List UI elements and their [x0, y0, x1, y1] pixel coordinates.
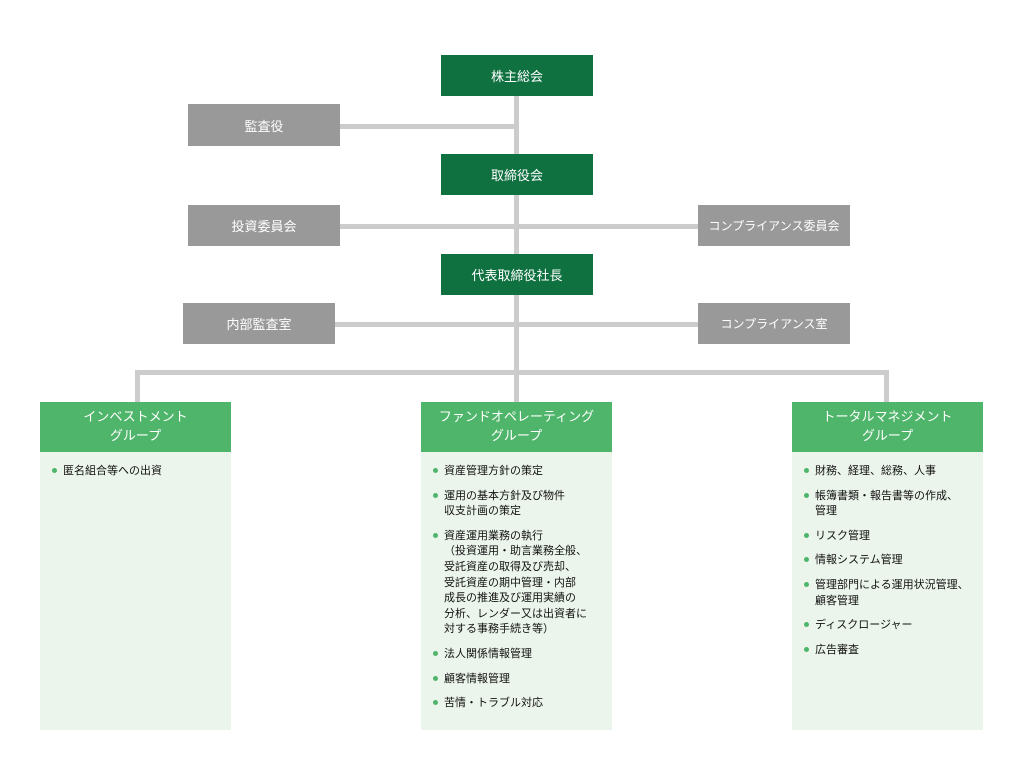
bullet-icon: [804, 492, 809, 498]
auditor-label: 監査役: [244, 119, 284, 135]
list-item-text: 資産管理方針の策定: [444, 464, 543, 477]
bullet-icon: [433, 492, 438, 498]
investment-group-panel: 匿名組合等への出資: [40, 452, 231, 730]
bullet-icon: [433, 650, 438, 656]
list-item: 管理部門による運用状況管理、 顧客管理: [804, 577, 975, 608]
group-title-line2: グループ: [861, 429, 914, 444]
list-item-text: 広告審査: [815, 642, 859, 656]
fund-operating-group-header: ファンドオペレーティング グループ: [421, 402, 612, 452]
connector-group-left: [135, 370, 140, 402]
board-label: 取締役会: [490, 169, 543, 184]
list-item: 帳簿書類・報告書等の作成、 管理: [804, 488, 975, 519]
list-item-text: 運用の基本方針及び物件 収支計画の策定: [444, 488, 565, 518]
connector-committees: [340, 224, 698, 229]
president-node: 代表取締役社長: [441, 254, 593, 295]
group-title-line2: グループ: [490, 429, 543, 444]
president-label: 代表取締役社長: [471, 269, 563, 284]
list-item: 広告審査: [804, 642, 975, 658]
list-item: 顧客情報管理: [433, 671, 604, 687]
group-title-line1: トータルマネジメント: [822, 410, 953, 425]
compliance-committee-node: コンプライアンス委員会: [698, 205, 850, 246]
group-title-line2: グループ: [109, 429, 162, 444]
investment-group-header: インベストメント グループ: [40, 402, 231, 452]
shareholders-meeting-label: 株主総会: [490, 70, 543, 85]
bullet-icon: [433, 675, 438, 681]
list-item-text: 帳簿書類・報告書等の作成、 管理: [815, 488, 958, 518]
list-item-text: 管理部門による運用状況管理、 顧客管理: [815, 577, 969, 607]
list-item-text: 情報システム管理: [815, 553, 903, 567]
auditor-node: 監査役: [188, 104, 340, 146]
investment-committee-node: 投資委員会: [188, 205, 340, 246]
list-item: ディスクロージャー: [804, 617, 975, 633]
list-item: 資産管理方針の策定: [433, 463, 604, 479]
list-item: 匿名組合等への出資: [52, 463, 223, 479]
fund-operating-group-panel: 資産管理方針の策定 運用の基本方針及び物件 収支計画の策定 資産運用業務の執行 …: [421, 452, 612, 730]
compliance-committee-label: コンプライアンス委員会: [708, 219, 840, 233]
list-item-text: リスク管理: [815, 528, 870, 542]
list-item: 運用の基本方針及び物件 収支計画の策定: [433, 488, 604, 519]
investment-committee-label: 投資委員会: [231, 220, 297, 235]
list-item-text: 財務、経理、総務、人事: [815, 464, 936, 477]
connector-trunk: [514, 96, 519, 402]
total-management-group-list: 財務、経理、総務、人事 帳簿書類・報告書等の作成、 管理 リスク管理 情報システ…: [804, 463, 975, 657]
connector-offices: [334, 322, 698, 327]
list-item-text: 法人関係情報管理: [444, 646, 532, 660]
bullet-icon: [804, 581, 809, 587]
bullet-icon: [804, 468, 809, 473]
list-item-text: ディスクロージャー: [815, 618, 913, 632]
list-item: 苦情・トラブル対応: [433, 695, 604, 711]
list-item-text: 資産運用業務の執行 （投資運用・助言業務全般、 受託資産の取得及び売却、 受託資…: [444, 528, 587, 636]
group-title-line1: インベストメント: [83, 410, 188, 425]
connector-groups-horizontal: [135, 370, 889, 375]
list-item: リスク管理: [804, 528, 975, 544]
connector-group-right: [884, 370, 889, 402]
compliance-office-node: コンプライアンス室: [698, 303, 850, 344]
shareholders-meeting-node: 株主総会: [441, 55, 593, 96]
list-item: 資産運用業務の執行 （投資運用・助言業務全般、 受託資産の取得及び売却、 受託資…: [433, 528, 604, 637]
list-item: 財務、経理、総務、人事: [804, 463, 975, 479]
list-item-text: 顧客情報管理: [444, 671, 510, 685]
internal-audit-label: 内部監査室: [226, 318, 292, 333]
bullet-icon: [433, 532, 438, 538]
bullet-icon: [52, 468, 57, 473]
bullet-icon: [433, 468, 438, 473]
list-item: 法人関係情報管理: [433, 646, 604, 662]
fund-operating-group-list: 資産管理方針の策定 運用の基本方針及び物件 収支計画の策定 資産運用業務の執行 …: [433, 463, 604, 711]
list-item: 情報システム管理: [804, 552, 975, 568]
group-title-line1: ファンドオペレーティング: [438, 410, 595, 425]
bullet-icon: [804, 622, 809, 628]
compliance-office-label: コンプライアンス室: [720, 317, 828, 331]
investment-group-list: 匿名組合等への出資: [52, 463, 223, 479]
list-item-text: 匿名組合等への出資: [63, 464, 162, 477]
bullet-icon: [804, 646, 809, 652]
bullet-icon: [804, 557, 809, 563]
total-management-group-panel: 財務、経理、総務、人事 帳簿書類・報告書等の作成、 管理 リスク管理 情報システ…: [792, 452, 983, 730]
total-management-group-header: トータルマネジメント グループ: [792, 402, 983, 452]
board-node: 取締役会: [441, 154, 593, 195]
bullet-icon: [433, 700, 438, 706]
connector-auditor: [340, 124, 516, 129]
bullet-icon: [804, 532, 809, 538]
internal-audit-node: 内部監査室: [183, 303, 335, 344]
list-item-text: 苦情・トラブル対応: [444, 696, 543, 710]
